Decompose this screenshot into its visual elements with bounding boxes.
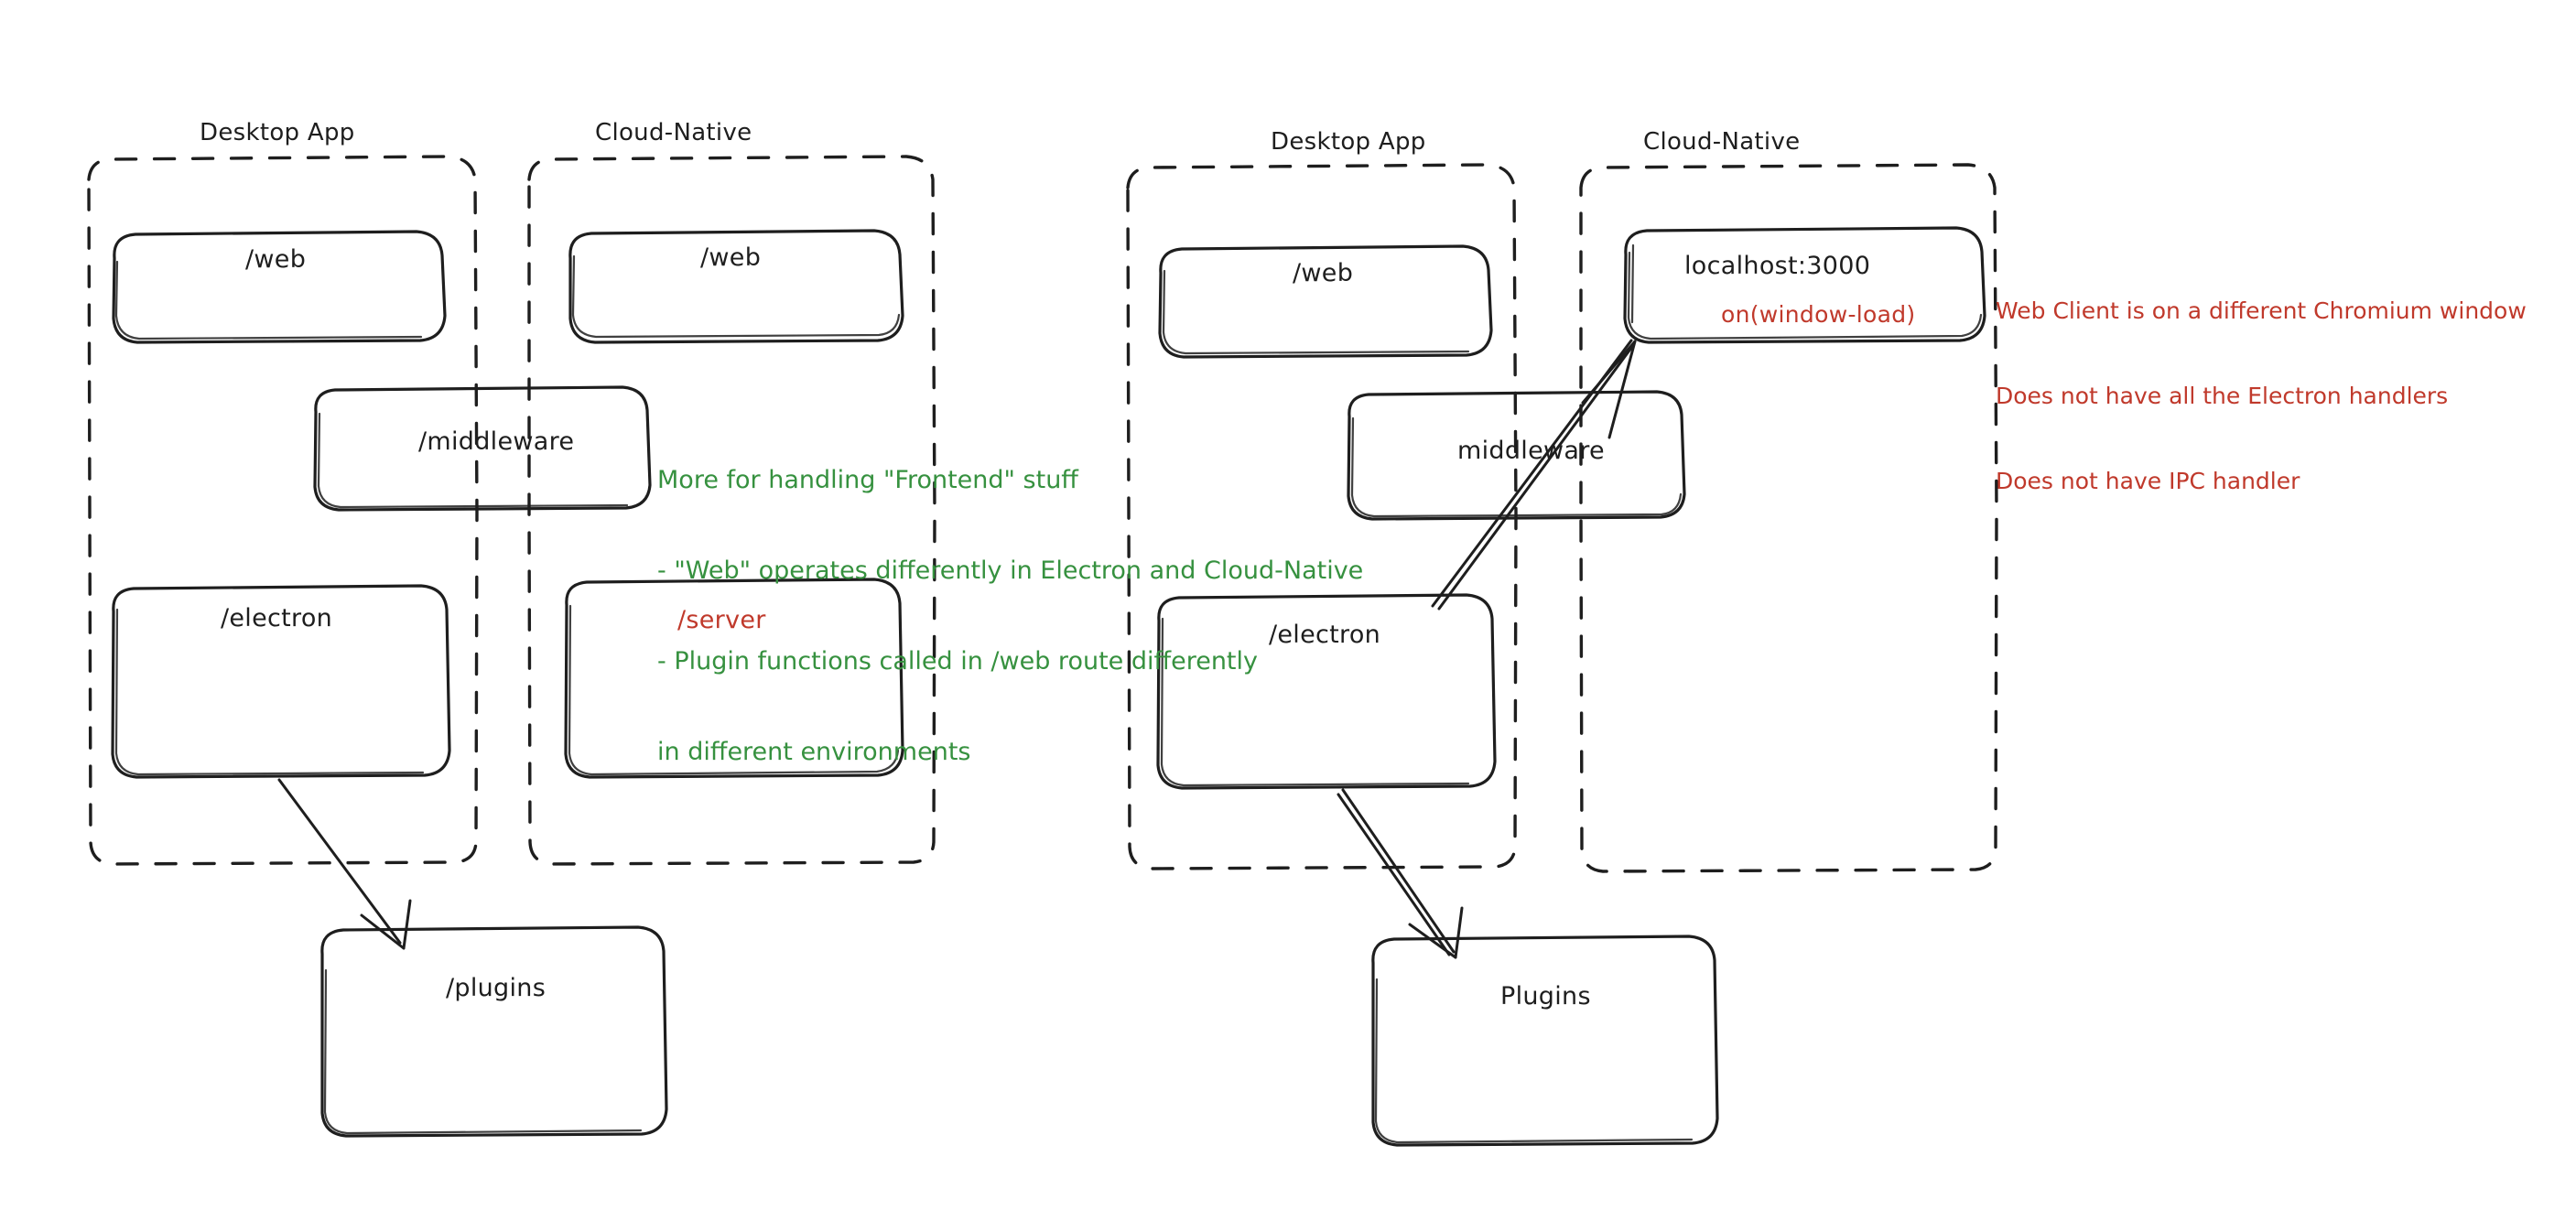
- node-outline-right-plugins: [1371, 935, 1719, 1147]
- node-outline-right-electron: [1156, 593, 1497, 790]
- annotation-line: Does not have all the Electron handlers: [1996, 383, 2449, 409]
- node-outline-right-localhost: [1623, 226, 1986, 344]
- node-label-left-server: /server: [677, 606, 766, 634]
- annotation-right-red-note: Web Client is on a different Chromium wi…: [1996, 240, 2527, 552]
- arrow-right-electron-to-plugins: [1337, 788, 1464, 959]
- node-label-left-middleware: /middleware: [418, 427, 575, 456]
- group-title-left-desktop-app: Desktop App: [200, 119, 355, 146]
- node-outline-left-desktop-web: [112, 230, 447, 344]
- node-outline-left-electron: [111, 584, 451, 779]
- annotation-left-green-note: More for handling "Frontend" stuff - "We…: [657, 405, 1363, 827]
- node-outline-left-middleware: [313, 385, 652, 512]
- arrow-left-electron-to-plugins: [277, 778, 412, 950]
- group-title-right-desktop-app: Desktop App: [1271, 128, 1426, 156]
- node-outline-left-server: [564, 578, 904, 779]
- node-outline-right-middleware: [1347, 390, 1686, 521]
- annotation-line: in different environments: [657, 738, 971, 766]
- node-label-left-electron: /electron: [221, 604, 333, 632]
- group-outline-left-cloud-native: [527, 155, 936, 866]
- group-outline-right-cloud-native: [1579, 163, 1998, 873]
- node-label-right-plugins: Plugins: [1500, 982, 1591, 1010]
- node-label-right-localhost: localhost:3000: [1684, 252, 1871, 280]
- node-label-right-desktop-web: /web: [1293, 259, 1354, 287]
- node-outline-right-desktop-web: [1158, 244, 1493, 359]
- node-sublabel-right-localhost-on-window-load: on(window-load): [1721, 301, 1916, 328]
- node-label-left-desktop-web: /web: [245, 245, 307, 274]
- annotation-line: More for handling "Frontend" stuff: [657, 466, 1078, 494]
- node-label-right-electron: /electron: [1269, 621, 1381, 649]
- node-label-left-plugins: /plugins: [446, 974, 547, 1002]
- node-outline-left-cloud-web: [568, 229, 904, 344]
- node-label-right-middleware: middleware: [1457, 437, 1605, 465]
- annotation-line: - Plugin functions called in /web route …: [657, 647, 1259, 675]
- arrow-right-electron-to-localhost: [1431, 339, 1637, 611]
- group-outline-left-desktop-app: [87, 155, 479, 866]
- node-label-left-cloud-web: /web: [700, 243, 762, 272]
- annotation-line: - "Web" operates differently in Electron…: [657, 557, 1364, 585]
- group-title-left-cloud-native: Cloud-Native: [595, 119, 752, 146]
- annotation-line: Does not have IPC handler: [1996, 468, 2300, 494]
- node-outline-left-plugins: [320, 925, 668, 1138]
- group-title-right-cloud-native: Cloud-Native: [1643, 128, 1801, 156]
- annotation-line: Web Client is on a different Chromium wi…: [1996, 297, 2527, 324]
